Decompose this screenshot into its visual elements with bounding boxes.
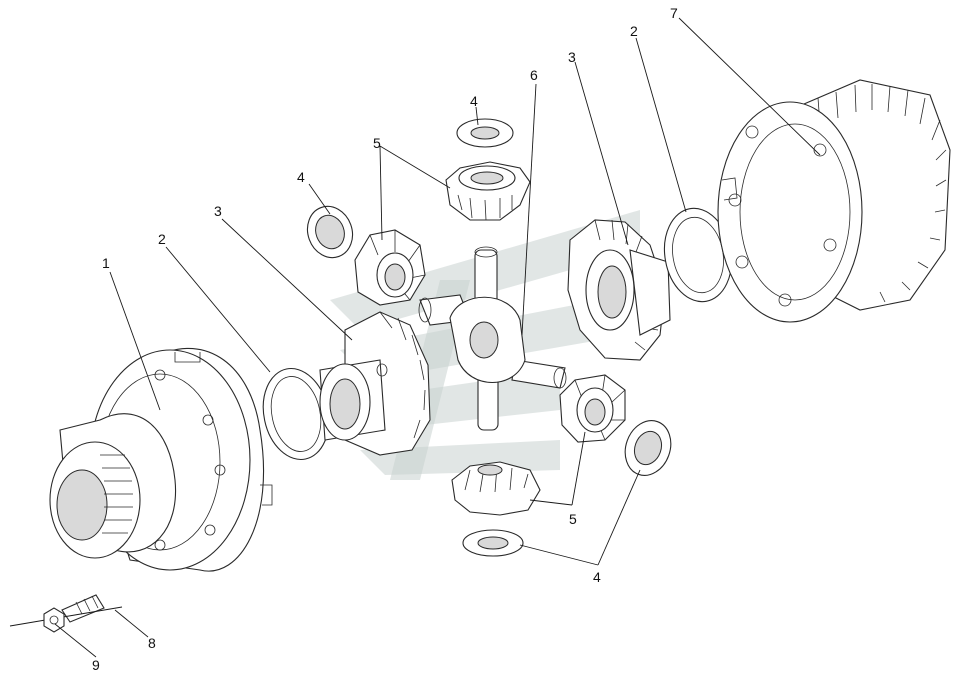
part-7-case-with-ring-gear <box>717 79 951 323</box>
part-5-pinion-gear-bottom <box>451 461 541 516</box>
part-5-pinion-gear-top <box>445 161 531 221</box>
part-6-cross-spider <box>418 246 567 431</box>
callout-2-left: 2 <box>158 231 166 247</box>
callout-1: 1 <box>102 255 110 271</box>
part-9-nut <box>43 607 65 633</box>
callout-8: 8 <box>148 635 156 651</box>
callout-5-bottom: 5 <box>569 511 577 527</box>
callout-3-right: 3 <box>568 49 576 65</box>
part-8-bolt <box>9 594 123 627</box>
part-4-washer-top <box>456 118 514 148</box>
callout-2-right: 2 <box>630 23 638 39</box>
callout-4-top: 4 <box>470 93 478 109</box>
part-3-side-gear-right <box>567 219 671 361</box>
callout-3-left: 3 <box>214 203 222 219</box>
callout-5-top: 5 <box>373 135 381 151</box>
leader-lines <box>54 17 821 658</box>
callout-4-bottom: 4 <box>593 569 601 585</box>
callout-7: 7 <box>670 5 678 21</box>
callout-9: 9 <box>92 657 100 673</box>
part-2-thrust-washer-left <box>262 367 330 461</box>
part-4-washer-right <box>624 420 672 476</box>
part-5-pinion-gear-right <box>559 374 626 443</box>
part-1-differential-case <box>49 347 273 572</box>
callout-6: 6 <box>530 67 538 83</box>
part-5-pinion-gear-left <box>354 229 426 306</box>
part-3-side-gear-left <box>319 311 431 456</box>
callout-labels: 1 2 3 4 5 4 6 3 2 7 5 4 8 9 <box>92 5 678 673</box>
part-4-washer-bottom <box>462 529 524 557</box>
callout-4-left: 4 <box>297 169 305 185</box>
part-4-washer-left <box>306 205 354 259</box>
